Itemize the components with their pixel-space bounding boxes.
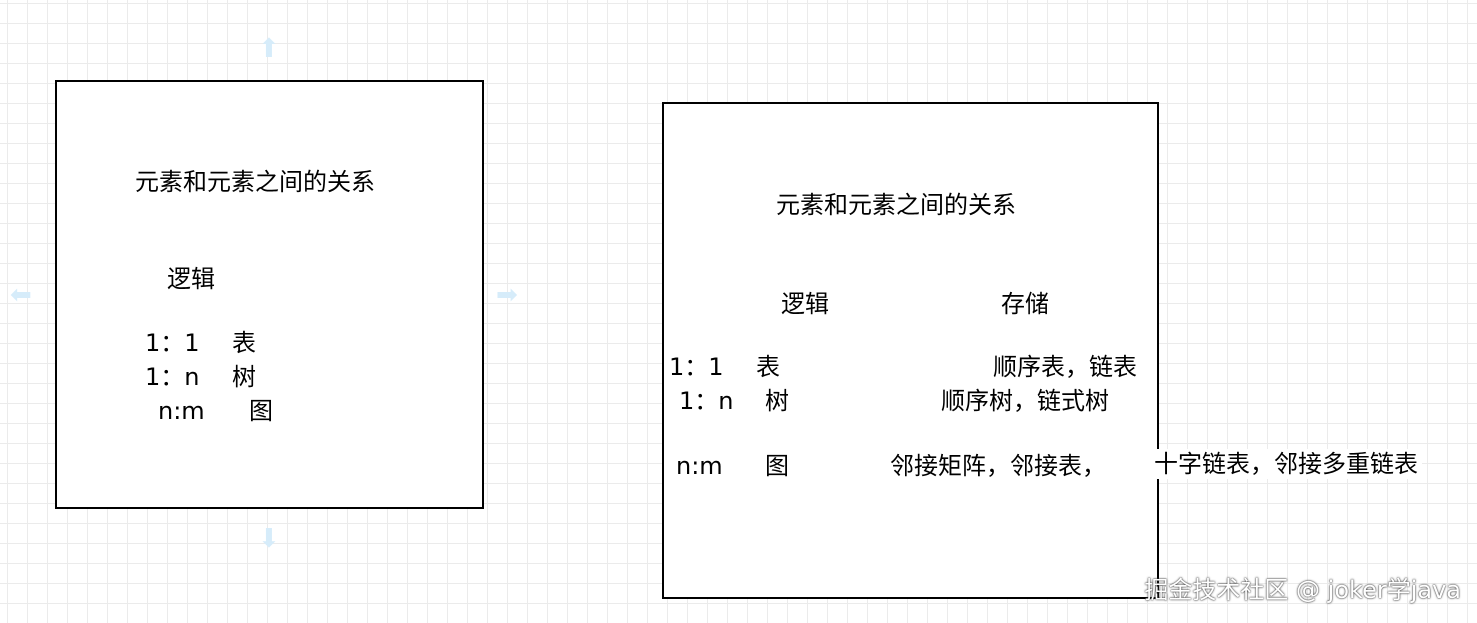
left-box[interactable]: 元素和元素之间的关系 逻辑 1：1 表 1：n 树 n:m 图 [55, 80, 484, 509]
right-row-1-ratio: 1：1 [669, 353, 724, 381]
right-row-2-ratio: 1：n [679, 387, 734, 415]
left-row-3-ratio: n:m [158, 397, 205, 425]
left-row-2-structure: 树 [232, 363, 256, 391]
right-box[interactable]: 元素和元素之间的关系 逻辑 存储 1：1 表 顺序表，链表 1：n 树 顺序树，… [662, 102, 1159, 599]
left-logic-header: 逻辑 [167, 265, 215, 293]
left-row-1-ratio: 1：1 [145, 329, 200, 357]
left-row-3-structure: 图 [249, 397, 273, 425]
right-logic-header: 逻辑 [781, 290, 829, 318]
left-row-2-ratio: 1：n [145, 363, 200, 391]
left-row-1-structure: 表 [232, 329, 256, 357]
right-row-1-structure: 表 [756, 353, 780, 381]
right-storage-header: 存储 [1001, 290, 1049, 318]
right-box-title: 元素和元素之间的关系 [776, 191, 1016, 219]
connect-arrow-left-icon[interactable]: ⬅ [10, 280, 32, 310]
connect-arrow-right-icon[interactable]: ➡ [496, 280, 518, 310]
left-box-title: 元素和元素之间的关系 [135, 168, 375, 196]
right-row-3-ratio: n:m [676, 452, 723, 480]
right-row-3-storage: 邻接矩阵，邻接表， [890, 452, 1106, 480]
right-row-3-structure: 图 [765, 452, 789, 480]
right-row-1-storage: 顺序表，链表 [993, 353, 1137, 381]
connect-arrow-down-icon[interactable]: ⬇ [258, 524, 280, 554]
right-row-3-storage-extra: 十字链表，邻接多重链表 [1150, 449, 1422, 479]
right-row-2-structure: 树 [765, 387, 789, 415]
right-row-2-storage: 顺序树，链式树 [941, 387, 1109, 415]
connect-arrow-up-icon[interactable]: ⬆ [258, 34, 280, 64]
watermark-text: 掘金技术社区 @ joker学java [1144, 576, 1461, 604]
